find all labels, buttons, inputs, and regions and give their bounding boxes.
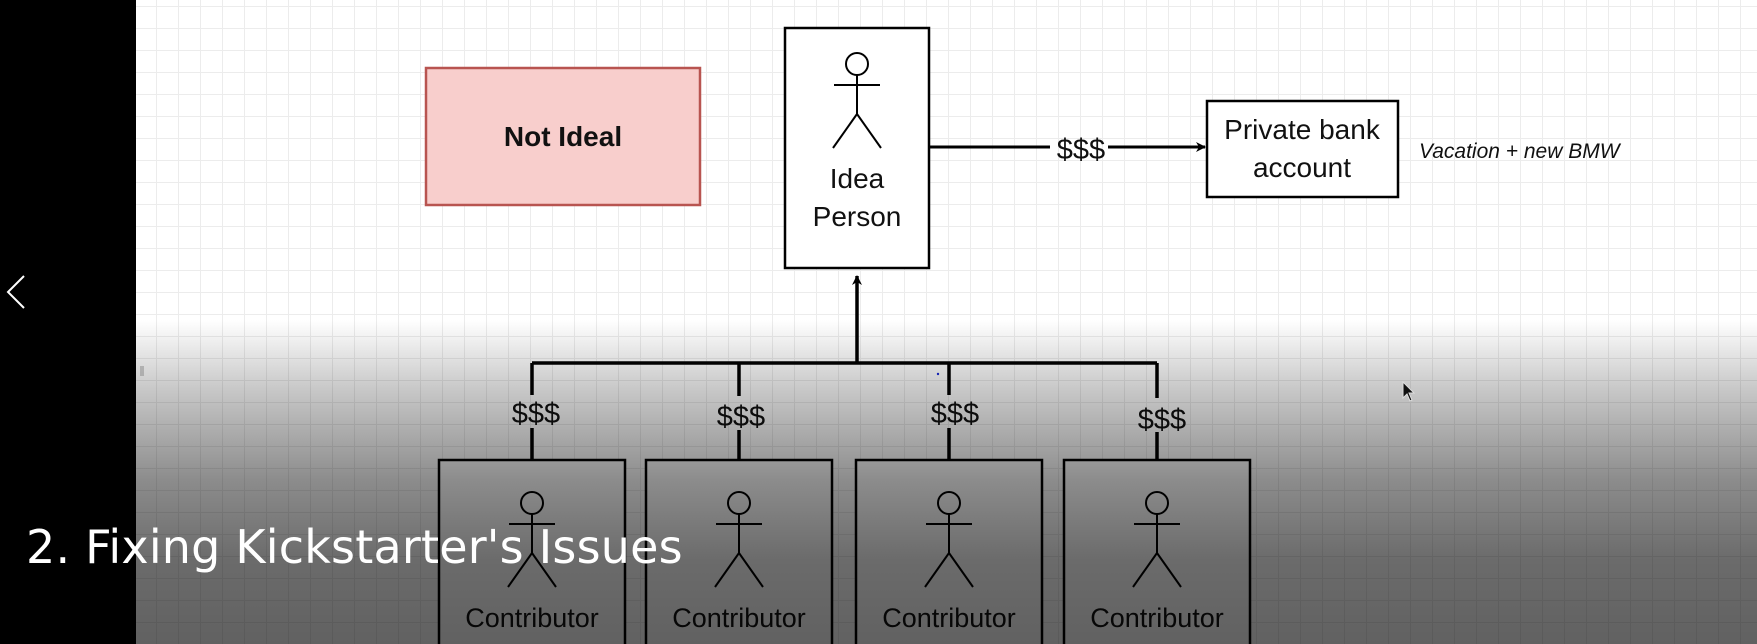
idea-person-label-line1: Idea bbox=[830, 163, 885, 194]
contributor-payment-4: $$$ bbox=[1138, 404, 1186, 436]
payout-arrow: $$$ bbox=[929, 134, 1206, 166]
contributor-label-4: Contributor bbox=[1090, 603, 1224, 633]
idea-person-box: Idea Person bbox=[783, 26, 931, 270]
contributor-payment-3: $$$ bbox=[931, 398, 979, 430]
payout-label: $$$ bbox=[1057, 134, 1105, 166]
mouse-cursor-icon bbox=[1402, 381, 1416, 402]
contributor-payment-2: $$$ bbox=[717, 401, 765, 433]
video-title: 2. Fixing Kickstarter's Issues bbox=[26, 520, 683, 574]
contributor-label-1: Contributor bbox=[465, 603, 599, 633]
funding-connectors bbox=[530, 275, 1159, 460]
not-ideal-box: Not Ideal bbox=[424, 66, 702, 207]
resize-grip-icon bbox=[140, 366, 144, 376]
contributor-label-2: Contributor bbox=[672, 603, 806, 633]
contributor-label-3: Contributor bbox=[882, 603, 1016, 633]
vacation-note: Vacation + new BMW bbox=[1419, 140, 1622, 163]
contributor-box-3: Contributor bbox=[854, 458, 1044, 644]
bank-label-line2: account bbox=[1253, 152, 1351, 183]
canvas-dot bbox=[936, 372, 940, 376]
contributor-payment-1: $$$ bbox=[512, 398, 560, 430]
idea-person-label-line2: Person bbox=[813, 201, 902, 232]
bank-label-line1: Private bank bbox=[1224, 114, 1381, 145]
not-ideal-label: Not Ideal bbox=[504, 121, 622, 152]
private-bank-box: Private bank account bbox=[1205, 99, 1400, 199]
contributor-box-4: Contributor bbox=[1062, 458, 1252, 644]
